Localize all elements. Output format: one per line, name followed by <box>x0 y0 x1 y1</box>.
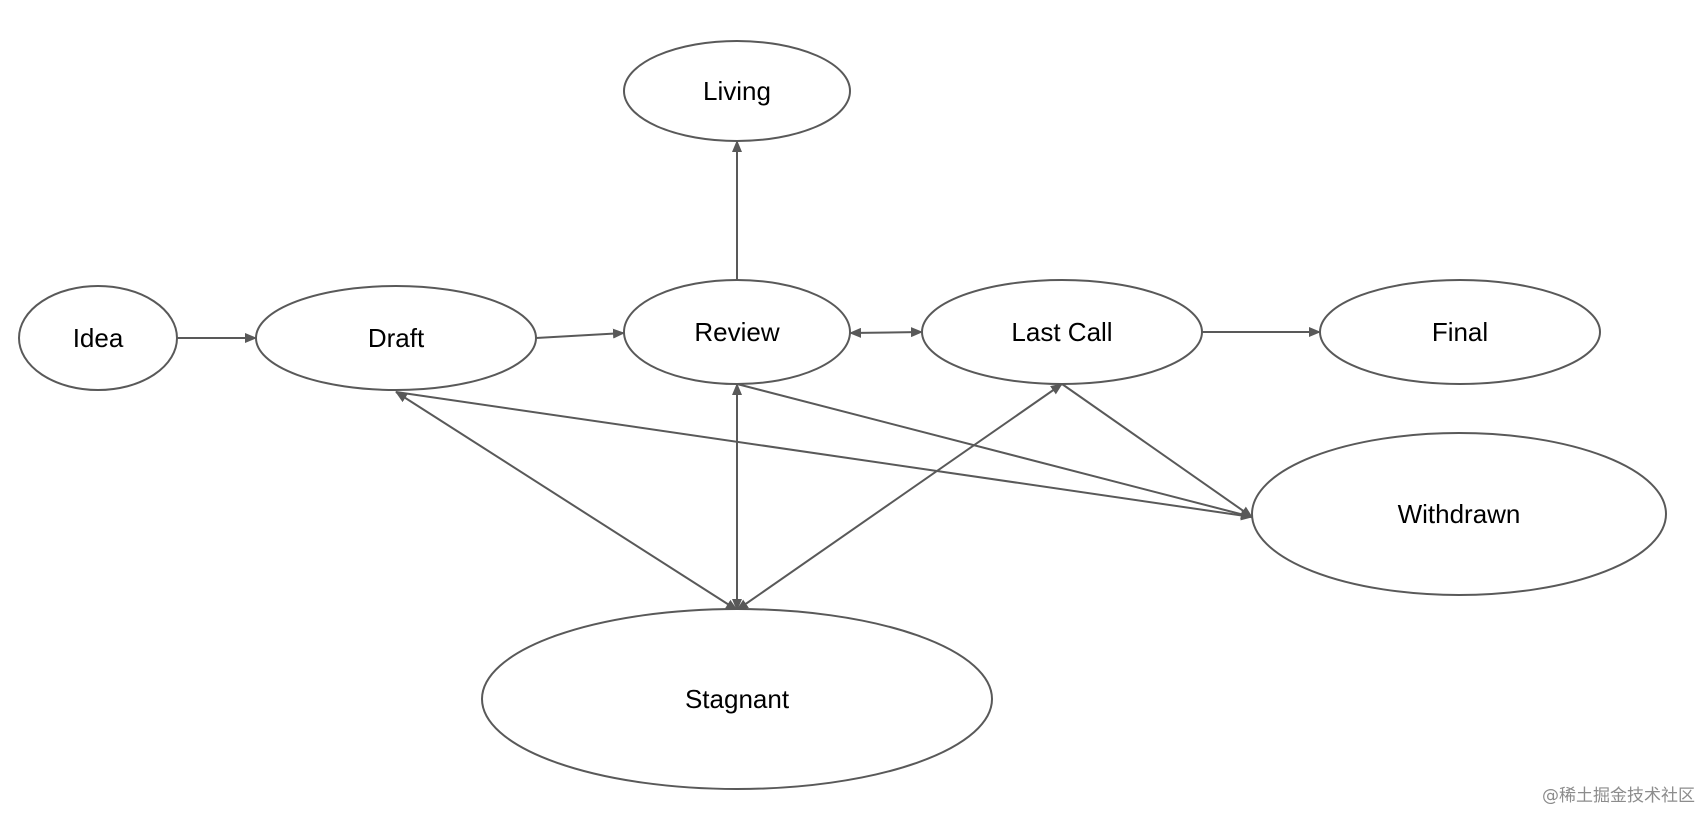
node-stagnant-label: Stagnant <box>685 684 790 714</box>
edge-draft-to-stagnant-arrow <box>395 391 738 611</box>
node-review: Review <box>623 279 851 385</box>
edge-draft-to-withdrawn-arrow <box>395 391 1253 521</box>
node-living-ellipse <box>623 40 851 142</box>
edge-last-call-to-stagnant-arrow <box>736 383 1063 611</box>
edge-review-to-withdrawn-arrow <box>736 383 1253 520</box>
node-withdrawn-ellipse <box>1251 432 1667 596</box>
node-idea: Idea <box>18 285 178 391</box>
edge-review-to-last-call-arrow <box>849 327 923 338</box>
node-stagnant: Stagnant <box>481 608 993 790</box>
node-stagnant-ellipse <box>481 608 993 790</box>
node-living: Living <box>623 40 851 142</box>
watermark-text: @稀土掘金技术社区 <box>1542 786 1695 806</box>
edge-draft-to-review-arrow <box>535 328 625 339</box>
node-idea-label: Idea <box>73 323 124 353</box>
node-final: Final <box>1319 279 1601 385</box>
node-idea-ellipse <box>18 285 178 391</box>
node-last-call: Last Call <box>921 279 1203 385</box>
node-review-ellipse <box>623 279 851 385</box>
node-withdrawn-label: Withdrawn <box>1398 499 1521 529</box>
node-draft-label: Draft <box>368 323 425 353</box>
node-living-label: Living <box>703 76 771 106</box>
node-final-label: Final <box>1432 317 1488 347</box>
node-withdrawn: Withdrawn <box>1251 432 1667 596</box>
node-final-ellipse <box>1319 279 1601 385</box>
edge-last-call-to-withdrawn-arrow <box>1061 383 1253 518</box>
node-draft: Draft <box>255 285 537 391</box>
node-last-call-label: Last Call <box>1011 317 1112 347</box>
node-draft-ellipse <box>255 285 537 391</box>
node-review-label: Review <box>694 317 779 347</box>
node-last-call-ellipse <box>921 279 1203 385</box>
